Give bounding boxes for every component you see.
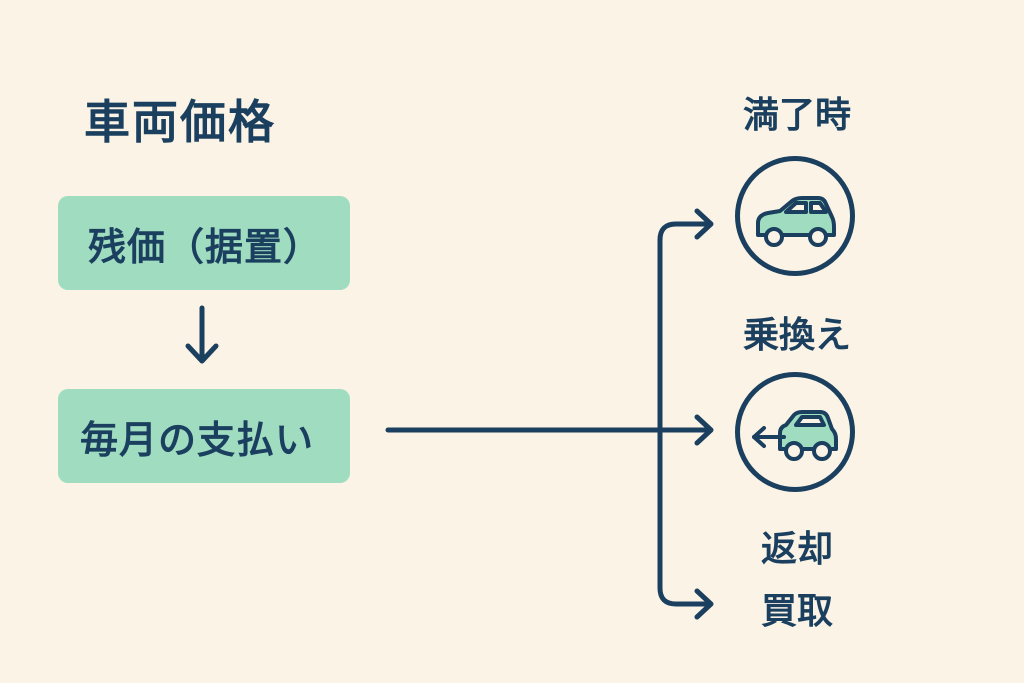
arrowhead-top bbox=[694, 208, 714, 240]
return-option-label: 返却 bbox=[760, 529, 833, 570]
down-arrow-icon bbox=[185, 305, 219, 364]
car-return-icon bbox=[752, 410, 838, 461]
vehicle-price-title: 車両価格 bbox=[84, 95, 276, 149]
monthly-payment-label: 毎月の支払い bbox=[80, 417, 315, 462]
return-option-circle bbox=[735, 372, 855, 492]
buyout-option-label: 買取 bbox=[760, 591, 833, 632]
arrowhead-middle bbox=[694, 414, 714, 446]
switch-option-circle bbox=[735, 156, 855, 276]
residual-value-label: 残価（据置） bbox=[88, 224, 323, 269]
arrowhead-bottom bbox=[694, 588, 714, 620]
switch-option-label: 乗換え bbox=[742, 315, 851, 356]
residual-value-box: 残価（据置） bbox=[58, 196, 350, 290]
branch-trunk-line bbox=[657, 221, 679, 607]
monthly-payment-box: 毎月の支払い bbox=[58, 389, 350, 483]
maturity-label: 満了時 bbox=[742, 95, 851, 136]
car-icon bbox=[756, 196, 836, 247]
